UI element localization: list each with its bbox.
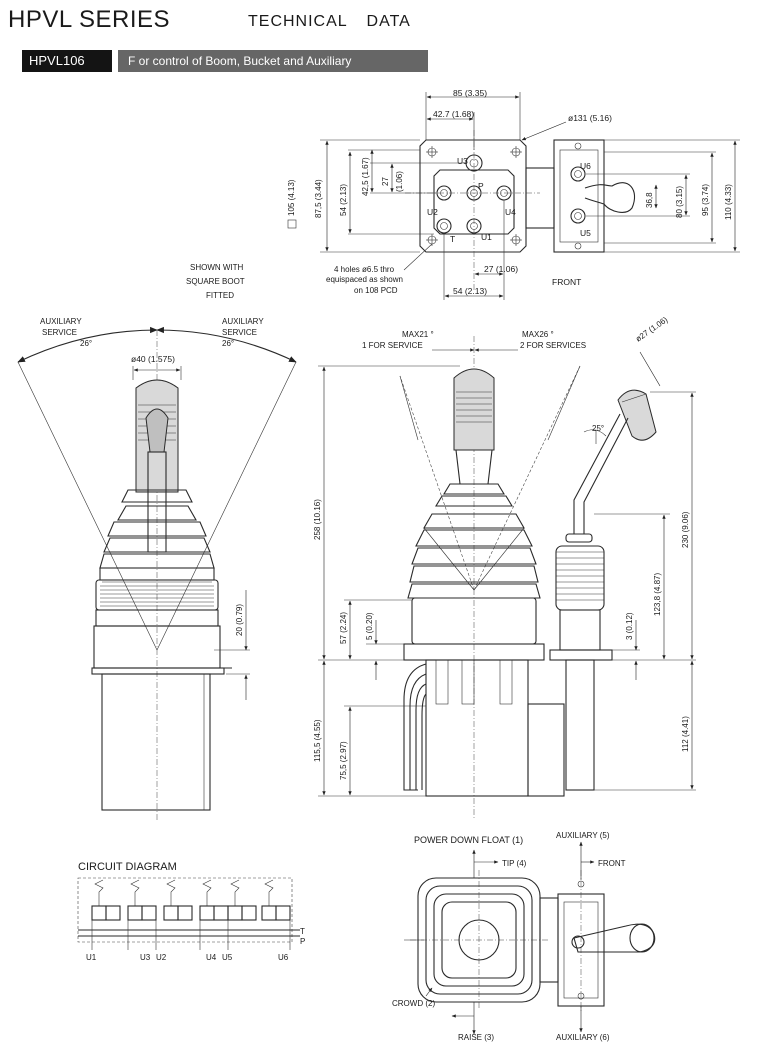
dim-3: 3 (0.12) <box>625 612 634 640</box>
aux-left-angle: 26° <box>80 339 92 348</box>
dim-27-horizontal: 27 (1.06) <box>484 264 518 274</box>
angle-25: 25° <box>592 424 604 433</box>
top-view: 85 (3.35) 42.7 (1.68) ø131 (5.16) 42,5 (… <box>186 88 740 300</box>
aux-left-line1: AUXILIARY <box>40 317 82 326</box>
max21-line1: MAX21 ° <box>402 330 434 339</box>
aux-right-line2: SERVICE <box>222 328 257 337</box>
circuit-diagram: CIRCUIT DIAGRAM U1 U3 U2 U4 U5 <box>77 861 305 962</box>
label-u2: U2 <box>427 207 438 217</box>
dim-258: 258 (10.16) <box>313 499 322 540</box>
note-boot-line3: FITTED <box>206 291 234 300</box>
dim-75-5: 75,5 (2.97) <box>339 741 348 780</box>
dim-230: 230 (9.06) <box>681 511 690 548</box>
label-u1: U1 <box>481 232 492 242</box>
note-holes-line3: on 108 PCD <box>354 286 398 295</box>
dim-54-horizontal: 54 (2.13) <box>453 286 487 296</box>
dim-1-06-vertical: (1.06) <box>395 171 404 192</box>
circuit-side-t: T <box>300 927 305 936</box>
label-crowd: CROWD (2) <box>392 999 435 1008</box>
port-u6 <box>570 166 586 182</box>
port-t <box>436 218 452 234</box>
page-subtitle: TECHNICAL DATA <box>248 13 411 30</box>
label-t: T <box>450 234 455 244</box>
circuit-title: CIRCUIT DIAGRAM <box>78 861 177 873</box>
dim-36-8: 36,8 <box>645 192 654 208</box>
label-u5: U5 <box>580 228 591 238</box>
label-power-down: POWER DOWN FLOAT (1) <box>414 835 523 845</box>
dim-131: ø131 (5.16) <box>568 113 612 123</box>
left-body <box>101 673 211 811</box>
dim-57: 57 (2.24) <box>339 612 348 644</box>
dim-105: 105 (4.13) <box>287 179 296 216</box>
label-front-top: FRONT <box>552 277 581 287</box>
page-title: HPVL SERIES <box>8 6 171 33</box>
right-body <box>565 659 595 791</box>
aux-right-line1: AUXILIARY <box>222 317 264 326</box>
circuit-port-u5: U5 <box>222 953 233 962</box>
port-u5 <box>570 208 586 224</box>
bottom-lever <box>573 923 656 953</box>
max26-line2: 2 FOR SERVICES <box>520 341 586 350</box>
dim-27-right: ø27 (1.06) <box>634 315 670 344</box>
note-boot-line2: SQUARE BOOT <box>186 277 245 286</box>
middle-body <box>425 659 529 797</box>
note-holes-line1: 4 holes ø6.5 thro <box>334 265 395 274</box>
aux-left-line2: SERVICE <box>42 328 77 337</box>
dim-87-5: 87,5 (3.44) <box>314 179 323 218</box>
dim-54-vertical: 54 (2.13) <box>339 184 348 216</box>
left-trigger <box>145 408 169 453</box>
dim-110: 110 (4.33) <box>724 184 733 220</box>
label-u3: U3 <box>457 156 468 166</box>
dim-123-8: 123,8 (4.87) <box>653 573 662 616</box>
circuit-port-u6: U6 <box>278 953 289 962</box>
circuit-port-u4: U4 <box>206 953 217 962</box>
note-holes-line2: equispaced as shown <box>326 275 403 284</box>
purpose-bar: F or control of Boom, Bucket and Auxilia… <box>118 50 428 72</box>
label-tip: TIP (4) <box>502 859 527 868</box>
max26-line1: MAX26 ° <box>522 330 554 339</box>
label-aux6: AUXILIARY (6) <box>556 1033 610 1042</box>
dim-5: 5 (0.20) <box>365 612 374 640</box>
circuit-port-u2: U2 <box>156 953 167 962</box>
middle-view: MAX21 ° 1 FOR SERVICE MAX26 ° 2 FOR SERV… <box>313 330 586 820</box>
label-p: P <box>478 181 484 191</box>
dim-115-5: 115,5 (4.55) <box>313 719 322 762</box>
circuit-port-u1: U1 <box>86 953 97 962</box>
model-badge: HPVL106 <box>22 50 112 72</box>
dim-80: 80 (3.15) <box>675 186 684 218</box>
dim-112: 112 (4.41) <box>681 716 690 752</box>
bottom-view: POWER DOWN FLOAT (1) TIP (4) CROWD (2) R… <box>392 831 656 1042</box>
lever-top <box>584 182 636 213</box>
label-u6: U6 <box>580 161 591 171</box>
label-front-bottom: FRONT <box>598 859 626 868</box>
dim-85: 85 (3.35) <box>453 88 487 98</box>
circuit-port-u3: U3 <box>140 953 151 962</box>
left-view: AUXILIARY SERVICE 26° AUXILIARY SERVICE … <box>17 317 297 820</box>
circuit-side-p: P <box>300 937 305 946</box>
aux-right-angle: 26° <box>222 339 234 348</box>
front-plate <box>553 139 605 253</box>
dim-42-7: 42.7 (1.68) <box>433 109 474 119</box>
dim-95: 95 (3.74) <box>701 184 710 216</box>
label-u4: U4 <box>505 207 516 217</box>
top-plate <box>419 139 527 253</box>
middle-handle <box>453 368 495 451</box>
label-raise: RAISE (3) <box>458 1033 494 1042</box>
dim-42-5: 42,5 (1.67) <box>361 157 370 196</box>
right-knob <box>617 389 657 441</box>
dim-20: 20 (0.79) <box>235 604 244 636</box>
max21-line2: 1 FOR SERVICE <box>362 341 423 350</box>
dim-27-vertical: 27 <box>381 177 390 186</box>
dim-40: ø40 (1.575) <box>131 354 175 364</box>
label-aux5: AUXILIARY (5) <box>556 831 610 840</box>
right-view: ø27 (1.06) 25° 230 (9.06) 12 <box>549 315 696 791</box>
note-boot-line1: SHOWN WITH <box>190 263 244 272</box>
